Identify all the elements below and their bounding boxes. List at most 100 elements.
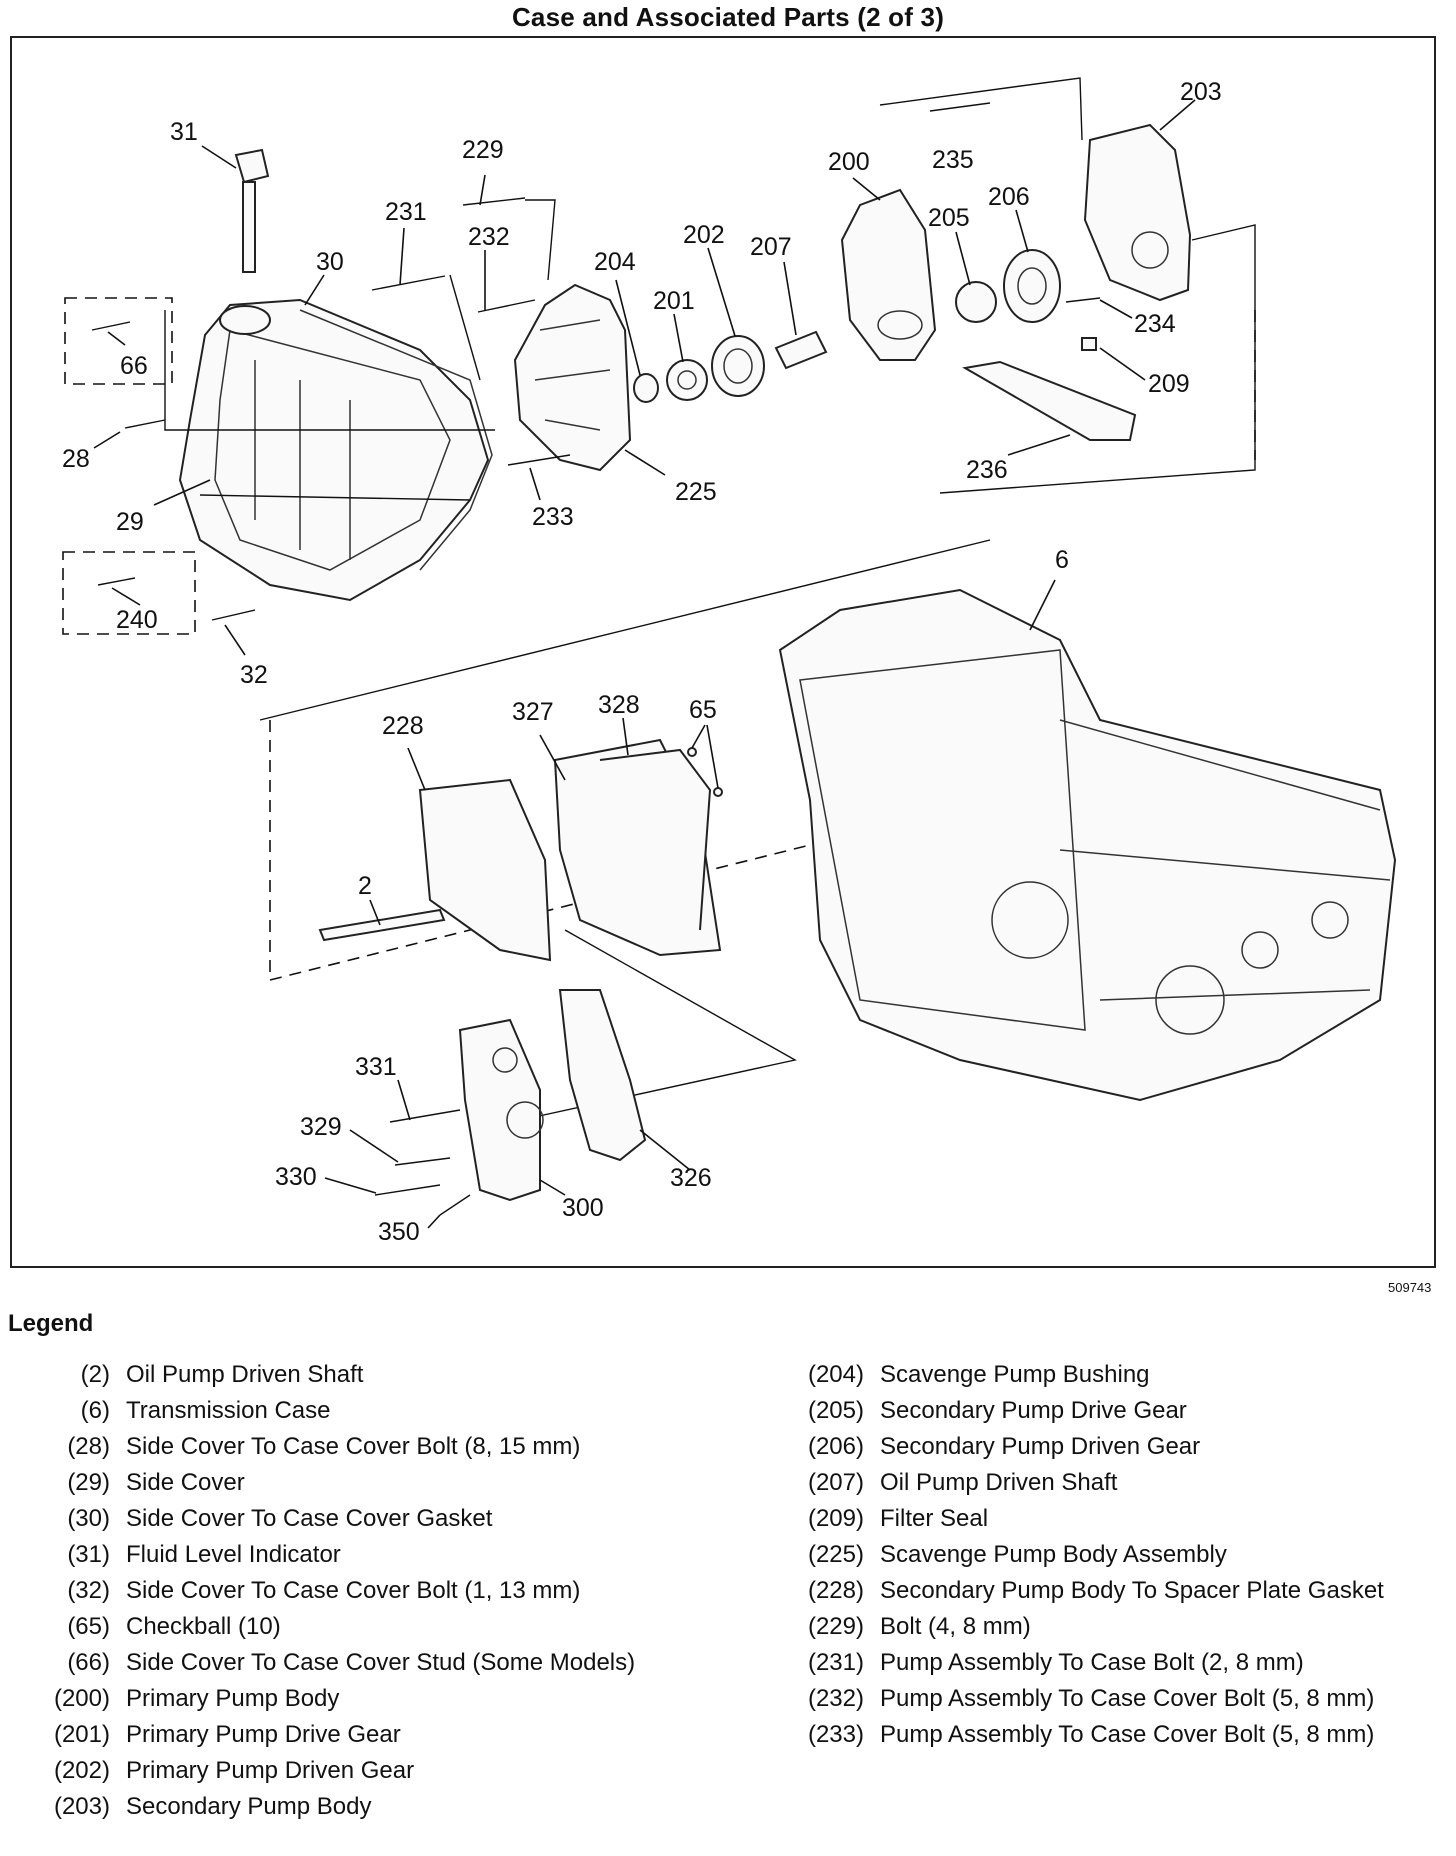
legend-num: (204) xyxy=(807,1361,864,1388)
callout-233: 233 xyxy=(532,503,574,531)
stud-240-box xyxy=(62,551,196,635)
callout-29: 29 xyxy=(116,508,144,536)
legend-item: (32)Side Cover To Case Cover Bolt (1, 13… xyxy=(36,1576,736,1606)
checkball xyxy=(687,747,697,757)
legend-desc: Pump Assembly To Case Cover Bolt (5, 8 m… xyxy=(880,1685,1375,1712)
diagram-frame xyxy=(10,36,1436,1268)
legend-desc: Side Cover xyxy=(126,1469,245,1496)
legend-desc: Oil Pump Driven Shaft xyxy=(880,1469,1118,1496)
legend-desc: Primary Pump Body xyxy=(126,1685,340,1712)
callout-300: 300 xyxy=(562,1194,604,1222)
legend-item: (207) Oil Pump Driven Shaft xyxy=(780,1468,1440,1498)
legend-desc: Side Cover To Case Cover Stud (Some Mode… xyxy=(126,1649,636,1676)
legend-num: (207) xyxy=(807,1469,864,1496)
legend-desc: Scavenge Pump Body Assembly xyxy=(880,1541,1227,1568)
callout-232: 232 xyxy=(468,223,510,251)
legend-item: (206)Secondary Pump Driven Gear xyxy=(780,1432,1440,1462)
callout-229: 229 xyxy=(462,136,504,164)
legend-num: (31) xyxy=(67,1541,110,1568)
callout-204: 204 xyxy=(594,248,636,276)
bolt-350 xyxy=(439,1194,471,1216)
stud-66-box xyxy=(64,297,173,385)
callout-329: 329 xyxy=(300,1113,342,1141)
legend-num: (200) xyxy=(53,1685,110,1712)
legend-desc: Side Cover To Case Cover Bolt (1, 13 mm) xyxy=(126,1577,581,1604)
fluid-level-indicator xyxy=(234,148,270,273)
legend-num: (202) xyxy=(53,1757,110,1784)
legend-desc: Secondary Pump Drive Gear xyxy=(880,1397,1187,1424)
legend-right-column: (204) Scavenge Pump Bushing (205) Secondar… xyxy=(780,1360,1440,1756)
gasket-228 xyxy=(418,778,552,962)
legend-item: (201)Primary Pump Drive Gear xyxy=(36,1720,736,1750)
legend-num: (201) xyxy=(53,1721,110,1748)
legend-left-column: (2)Oil Pump Driven Shaft (6)Transmission… xyxy=(36,1360,736,1828)
legend-num: (65) xyxy=(67,1613,110,1640)
legend-title: Legend xyxy=(8,1310,94,1337)
exploded-view-diagram: 31 229 231 232 30 204 201 202 207 200 20… xyxy=(62,77,1397,1246)
legend-item: (31) Fluid Level Indicator xyxy=(36,1540,736,1570)
callout-236: 236 xyxy=(966,456,1008,484)
callout-2: 2 xyxy=(358,872,372,900)
legend-num: (228) xyxy=(807,1577,864,1604)
legend-desc: Bolt (4, 8 mm) xyxy=(880,1613,1031,1640)
legend-item: (66) Side Cover To Case Cover Stud (Some … xyxy=(36,1648,736,1678)
legend-item: (231) Pump Assembly To Case Bolt (2, 8 mm… xyxy=(780,1648,1440,1678)
legend-desc: Pump Assembly To Case Cover Bolt (5, 8 m… xyxy=(880,1721,1375,1748)
callout-331: 331 xyxy=(355,1053,397,1081)
legend-item: (203)Secondary Pump Body xyxy=(36,1792,736,1822)
callout-228: 228 xyxy=(382,712,424,740)
legend-num: (229) xyxy=(807,1613,864,1640)
callout-225: 225 xyxy=(675,478,717,506)
legend-num: (231) xyxy=(807,1649,864,1676)
legend-desc: Pump Assembly To Case Bolt (2, 8 mm) xyxy=(880,1649,1304,1676)
legend-item: (65)Checkball (10) xyxy=(36,1612,736,1642)
callout-326: 326 xyxy=(670,1164,712,1192)
legend-num: (66) xyxy=(67,1649,110,1676)
legend-num: (205) xyxy=(807,1397,864,1424)
legend-item: (200) Primary Pump Body xyxy=(36,1684,736,1714)
secondary-pump-driven-gear xyxy=(1003,249,1061,323)
legend-item: (28)Side Cover To Case Cover Bolt (8, 15… xyxy=(36,1432,736,1462)
legend-item: (30)Side Cover To Case Cover Gasket xyxy=(36,1504,736,1534)
scavenge-pump-body xyxy=(513,283,632,472)
bolt-330 xyxy=(374,1184,441,1196)
callout-235: 235 xyxy=(932,146,974,174)
legend-item: (228)Secondary Pump Body To Spacer Plate… xyxy=(780,1576,1440,1606)
bolt-329 xyxy=(394,1157,451,1166)
filter-236 xyxy=(962,360,1137,441)
plate-328 xyxy=(599,748,712,931)
legend-desc: Fluid Level Indicator xyxy=(126,1541,341,1568)
callout-327: 327 xyxy=(512,698,554,726)
legend-desc: Side Cover To Case Cover Bolt (8, 15 mm) xyxy=(126,1433,581,1460)
secondary-pump-drive-gear xyxy=(955,281,997,323)
side-cover xyxy=(178,298,490,602)
legend-item: (202)Primary Pump Driven Gear xyxy=(36,1756,736,1786)
callout-66: 66 xyxy=(120,352,148,380)
callout-231: 231 xyxy=(385,198,427,226)
callout-32: 32 xyxy=(240,661,268,689)
callout-203: 203 xyxy=(1180,78,1222,106)
secondary-pump-body xyxy=(1083,123,1192,302)
legend-item: (233)Pump Assembly To Case Cover Bolt (5… xyxy=(780,1720,1440,1750)
checkball xyxy=(713,787,723,797)
callout-234: 234 xyxy=(1134,310,1176,338)
legend-num: (29) xyxy=(67,1469,110,1496)
plate-326 xyxy=(558,989,647,1162)
legend-desc: Transmission Case xyxy=(126,1397,331,1424)
legend-desc: Filter Seal xyxy=(880,1505,989,1532)
callout-328: 328 xyxy=(598,691,640,719)
legend-item: (2)Oil Pump Driven Shaft xyxy=(36,1360,736,1390)
legend-item: (209)Filter Seal xyxy=(780,1504,1440,1534)
legend-num: (206) xyxy=(807,1433,864,1460)
legend-desc: Side Cover To Case Cover Gasket xyxy=(126,1505,493,1532)
callout-28: 28 xyxy=(62,445,90,473)
legend-num: (203) xyxy=(53,1793,110,1820)
legend-desc: Scavenge Pump Bushing xyxy=(880,1361,1150,1388)
callout-209: 209 xyxy=(1148,370,1190,398)
legend-item: (6)Transmission Case xyxy=(36,1396,736,1426)
figure-id: 509743 xyxy=(1388,1280,1432,1295)
callout-6: 6 xyxy=(1055,546,1069,574)
callout-202: 202 xyxy=(683,221,725,249)
callout-207: 207 xyxy=(750,233,792,261)
callout-240: 240 xyxy=(116,606,158,634)
